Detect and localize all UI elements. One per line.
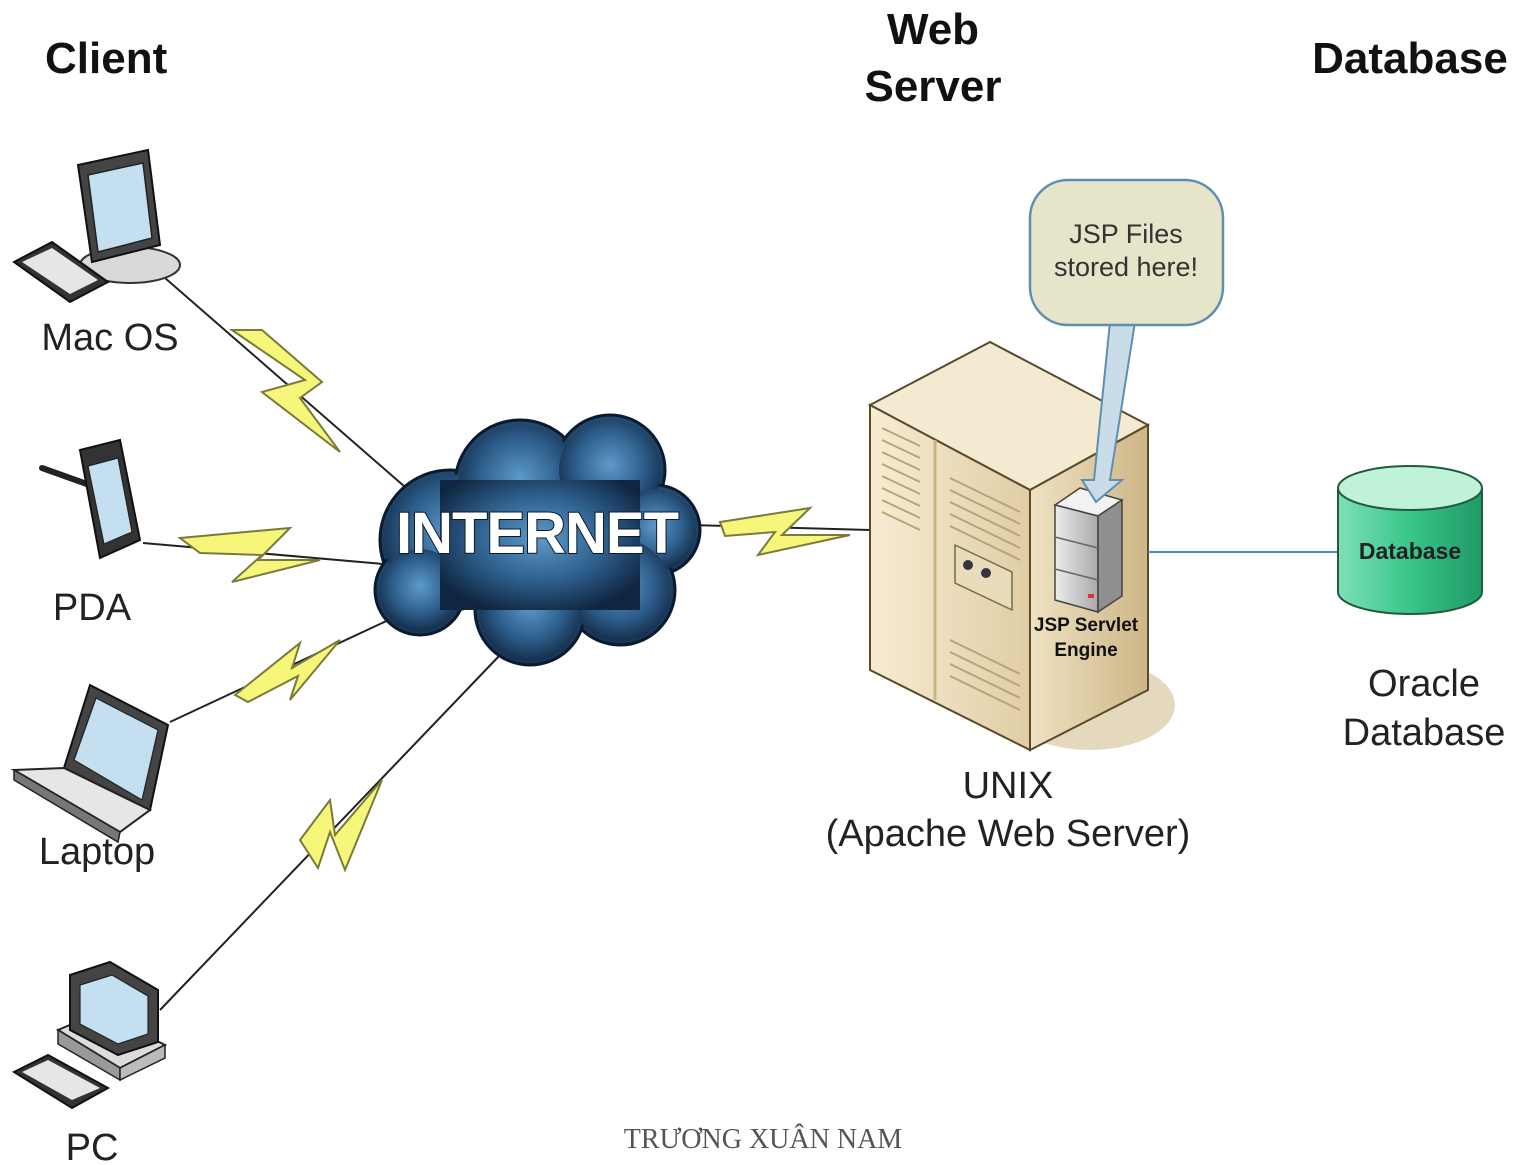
web-server-header-line2: Server (864, 62, 1001, 111)
mac-os-icon (12, 148, 181, 304)
jsp-servlet-engine-line1: JSP Servlet (1034, 615, 1139, 636)
pc-label: PC (66, 1127, 119, 1165)
callout-line1: JSP Files (1069, 219, 1183, 249)
web-server-icon (867, 340, 1175, 752)
client-header: Client (45, 34, 168, 83)
oracle-caption-line2: Database (1343, 712, 1506, 754)
lightning-zaps (177, 329, 851, 873)
internet-cloud-icon (373, 413, 702, 667)
server-name-label: (Apache Web Server) (826, 813, 1191, 855)
pda-label: PDA (53, 587, 132, 629)
database-cylinder-icon (1337, 465, 1483, 615)
footer-author: TRƯƠNG XUÂN NAM (624, 1124, 902, 1155)
callout-line2: stored here! (1054, 252, 1198, 282)
jsp-servlet-engine-icon (1053, 487, 1124, 614)
zap-mac (228, 329, 341, 453)
pc-icon (11, 960, 168, 1110)
pda-icon (39, 438, 142, 560)
zap-pc (298, 779, 383, 873)
zap-server (718, 506, 851, 557)
database-header: Database (1312, 34, 1508, 83)
jsp-files-callout (1028, 178, 1225, 504)
internet-label: INTERNET (396, 501, 679, 566)
zap-laptop (233, 639, 341, 704)
jsp-servlet-engine-line2: Engine (1054, 640, 1117, 661)
laptop-icon (10, 683, 170, 844)
oracle-caption-line1: Oracle (1368, 663, 1480, 705)
web-server-header-line1: Web (887, 5, 979, 54)
server-os-label: UNIX (963, 765, 1054, 807)
zap-pda (177, 526, 321, 583)
database-cylinder-label: Database (1359, 538, 1461, 564)
mac-os-label: Mac OS (41, 317, 178, 359)
laptop-label: Laptop (39, 831, 155, 873)
